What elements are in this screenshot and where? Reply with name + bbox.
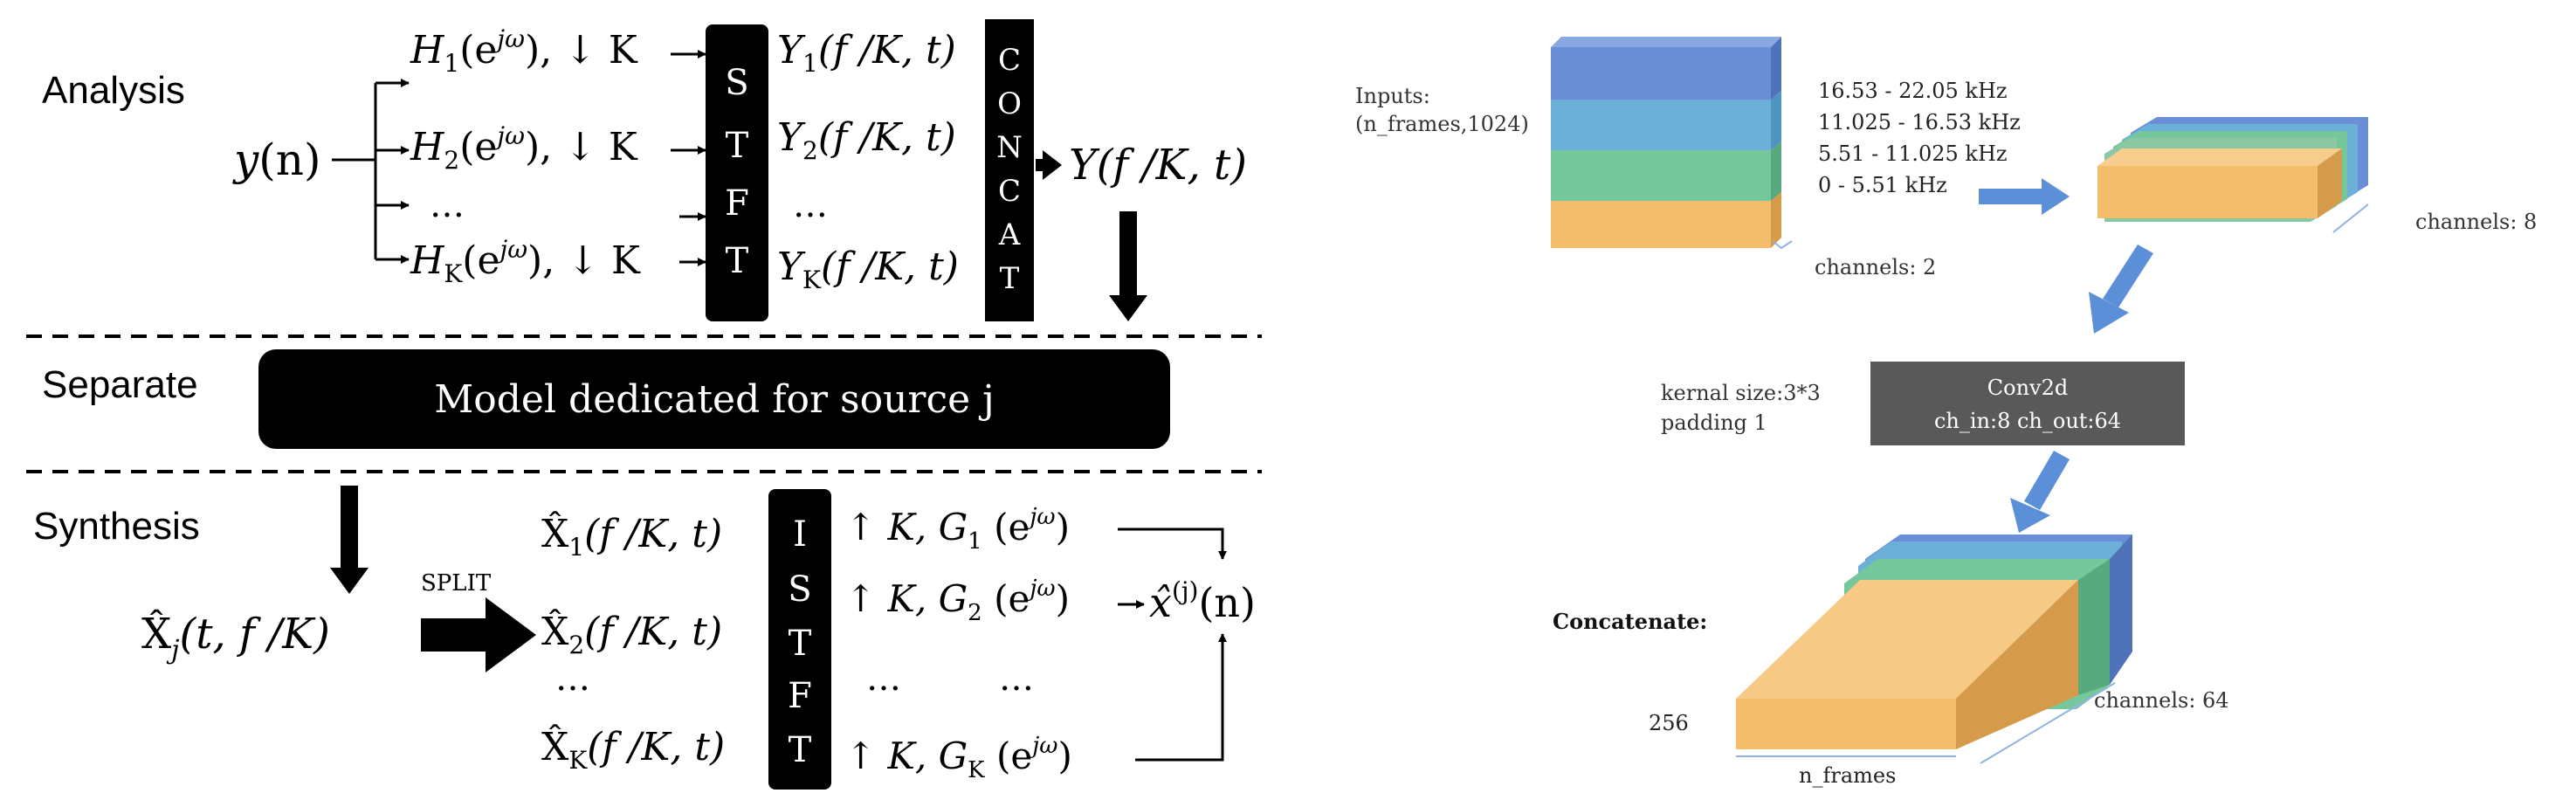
concat-output-arrow — [1036, 150, 1062, 180]
inputs-label: Inputs: (n_frames,1024) — [1355, 84, 1529, 136]
band-labels: 16.53 - 22.05 kHz 11.025 - 16.53 kHz 5.5… — [1818, 79, 2021, 197]
svg-text:F: F — [788, 676, 812, 716]
svg-text:padding 1: padding 1 — [1661, 410, 1767, 435]
svg-text:11.025 - 16.53 kHz: 11.025 - 16.53 kHz — [1818, 110, 2021, 134]
istft-letters: I S T F T — [788, 514, 812, 770]
istft-input-1: X̂1(f /K, t) — [541, 510, 722, 562]
filter-k: HK(ejω), ↓ K — [410, 235, 641, 288]
stft-block — [706, 24, 768, 321]
synthesis-input: X̂j(t, f /K) — [141, 608, 330, 666]
upsample-k: ↑ K, GK (ejω) — [845, 733, 1072, 783]
upsample-1: ↑ K, G1 (ejω) — [845, 504, 1070, 555]
down-arrow-from-model — [330, 486, 368, 594]
band-block-bottom — [1551, 201, 1771, 248]
upsample-ellipsis-2: … — [999, 659, 1034, 699]
stft-output-1: Y1(f /K, t) — [777, 28, 956, 78]
svg-text:A: A — [998, 217, 1021, 252]
split-label: SPLIT — [421, 570, 492, 597]
separation-pipeline: Analysis Separate Synthesis y(n) H1(ejω)… — [26, 19, 1262, 790]
model-label: Model dedicated for source j — [434, 377, 995, 422]
svg-text:5.51 - 11.025 kHz: 5.51 - 11.025 kHz — [1818, 141, 2008, 166]
arrow-to-output-block — [2010, 451, 2070, 533]
svg-text:C: C — [998, 43, 1021, 78]
svg-text:T: T — [726, 126, 749, 166]
concat-output: Y(f /K, t) — [1069, 141, 1247, 190]
stft-output-k: YK(f /K, t) — [777, 245, 959, 294]
istft-input-k: X̂K(f /K, t) — [541, 723, 725, 775]
size-label: 256 — [1649, 711, 1689, 735]
svg-text:0 - 5.51 kHz: 0 - 5.51 kHz — [1818, 173, 1947, 197]
filter-ellipsis: … — [430, 185, 465, 225]
kernel-info: kernal size:3*3 padding 1 — [1661, 381, 1821, 435]
svg-text:O: O — [997, 86, 1022, 121]
istft-block — [768, 489, 831, 790]
band-block-3 — [1551, 150, 1771, 201]
istft-input-ellipsis: … — [555, 659, 590, 699]
filter-1: H1(ejω), ↓ K — [410, 24, 638, 78]
band-block-2 — [1551, 100, 1771, 150]
channels-out-label: channels: 64 — [2094, 688, 2229, 713]
svg-text:T: T — [1000, 261, 1020, 296]
frames-label: n_frames — [1799, 763, 1896, 788]
stft-output-ellipsis: … — [793, 185, 828, 225]
arrow-to-conv — [2089, 245, 2153, 334]
conv-line-2: ch_in:8 ch_out:64 — [1934, 409, 2121, 433]
istft-input-2: X̂2(f /K, t) — [541, 608, 722, 659]
channels-mid-label: channels: 8 — [2415, 210, 2537, 234]
section-synthesis: Synthesis — [33, 505, 200, 548]
svg-text:16.53 - 22.05 kHz: 16.53 - 22.05 kHz — [1818, 79, 2008, 103]
svg-text:I: I — [793, 514, 807, 555]
conv-box — [1870, 362, 2185, 445]
stft-letters: S T F T — [725, 63, 749, 281]
svg-text:C: C — [998, 174, 1021, 209]
channels-mid-bracket — [2332, 203, 2369, 233]
concatenate-label: Concatenate: — [1553, 609, 1707, 634]
filter-2: H2(ejω), ↓ K — [410, 121, 638, 175]
network-diagram: Inputs: (n_frames,1024) 16.53 - 22.05 kH… — [1355, 37, 2537, 788]
channels-out-bracket — [1980, 682, 2116, 764]
svg-text:S: S — [788, 569, 811, 610]
svg-text:S: S — [725, 63, 748, 103]
stft-input-arrows — [671, 50, 706, 266]
model-box — [258, 349, 1170, 449]
input-signal: y(n) — [232, 134, 320, 185]
svg-text:kernal size:3*3: kernal size:3*3 — [1661, 381, 1821, 405]
output-block — [1736, 534, 2132, 749]
section-separate: Separate — [42, 363, 198, 406]
filterbank-tree — [332, 79, 410, 264]
arrow-to-stacked — [1979, 178, 2070, 215]
section-analysis: Analysis — [42, 69, 185, 112]
input-band-stack — [1551, 37, 1793, 250]
upsample-2: ↑ K, G2 (ejω) — [845, 576, 1070, 626]
band-block-top — [1551, 47, 1771, 100]
down-arrow-to-model — [1109, 211, 1147, 321]
svg-text:N: N — [996, 130, 1023, 165]
stft-output-2: Y2(f /K, t) — [777, 115, 956, 165]
svg-text:F: F — [725, 183, 749, 224]
upsample-ellipsis-1: … — [866, 659, 901, 699]
summation-lines — [1118, 528, 1227, 762]
split-arrow — [421, 597, 536, 672]
svg-text:T: T — [789, 730, 812, 770]
stacked-block — [2097, 117, 2368, 222]
concat-letters: C O N C A T — [996, 43, 1023, 296]
output-signal: x̂(j)(n) — [1149, 576, 1256, 626]
concat-block — [985, 19, 1034, 321]
channels-in-label: channels: 2 — [1815, 255, 1936, 279]
svg-text:T: T — [789, 624, 812, 664]
svg-text:T: T — [726, 241, 749, 281]
conv-line-1: Conv2d — [1987, 376, 2068, 400]
